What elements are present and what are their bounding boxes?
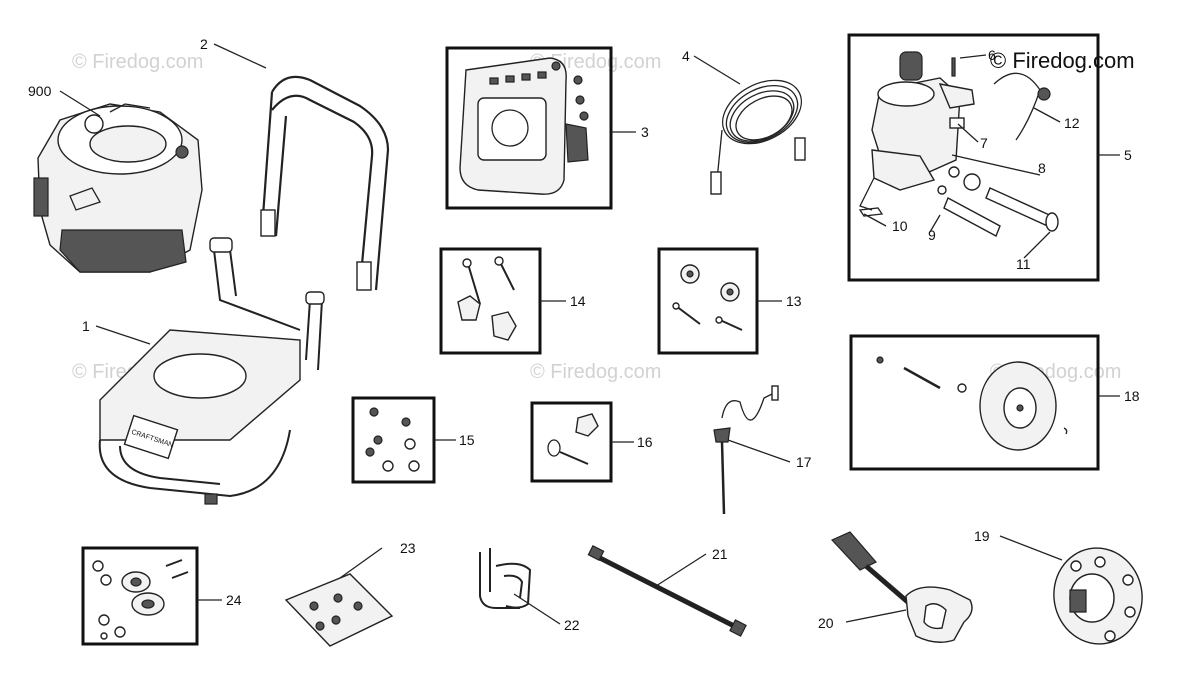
callout-pump-fitting: 7 xyxy=(980,135,988,151)
box-pin-kit xyxy=(530,401,613,483)
leader-hose xyxy=(693,55,741,85)
part-knob-kit[interactable] xyxy=(672,264,743,331)
callout-pump-oring: 11 xyxy=(1016,256,1031,272)
part-bracket-kit[interactable] xyxy=(459,57,589,195)
leader-nozzle-pack xyxy=(339,547,383,579)
leader-pump-nozzle xyxy=(863,213,887,227)
callout-handle: 2 xyxy=(200,36,208,52)
part-hardware-kit[interactable] xyxy=(365,407,420,472)
leader-pump-fitting xyxy=(957,123,979,143)
watermark-top-left: © Firedog.com xyxy=(72,51,203,73)
box-bracket-kit xyxy=(445,46,613,210)
leader-pump-oring xyxy=(1023,231,1051,259)
part-dipstick[interactable] xyxy=(713,385,779,515)
callout-spray-gun: 20 xyxy=(818,615,834,631)
callout-pump-valve: 9 xyxy=(928,227,936,243)
leader-pump-valve xyxy=(929,214,941,233)
part-pin-kit[interactable] xyxy=(547,413,599,465)
leader-frame xyxy=(95,325,151,345)
leader-lance xyxy=(655,553,707,587)
leader-holder xyxy=(513,593,561,625)
box-pump xyxy=(847,33,1100,282)
callout-wheel-kit: 18 xyxy=(1124,388,1140,404)
callout-hose-reel: 19 xyxy=(974,528,990,544)
part-bearing-kit[interactable] xyxy=(92,559,189,640)
callout-pump-nozzle: 10 xyxy=(892,218,908,234)
box-hardware-kit xyxy=(351,396,436,484)
box-knob-kit xyxy=(657,247,759,355)
leader-engine xyxy=(59,90,101,117)
part-nozzle-pack[interactable] xyxy=(284,573,394,647)
leader-pump-pin xyxy=(959,54,987,59)
leader-spray-gun xyxy=(845,609,907,623)
leader-dipstick xyxy=(727,439,791,463)
part-lance[interactable] xyxy=(587,545,747,637)
callout-frame: 1 xyxy=(82,318,90,334)
callout-bracket-kit: 3 xyxy=(641,124,649,140)
part-engine[interactable] xyxy=(33,103,203,273)
leader-hose-reel xyxy=(999,535,1063,561)
callout-bolt-kit: 14 xyxy=(570,293,586,309)
part-wheel-kit[interactable] xyxy=(876,356,1068,451)
callout-pump-hose: 12 xyxy=(1064,115,1080,131)
callout-lance: 21 xyxy=(712,546,728,562)
callout-hose: 4 xyxy=(682,48,690,64)
leader-pump-tube xyxy=(951,154,1041,176)
part-bolt-kit[interactable] xyxy=(457,256,517,341)
part-holder[interactable] xyxy=(479,548,532,609)
callout-holder: 22 xyxy=(564,617,580,633)
callout-hardware-kit: 15 xyxy=(459,432,475,448)
part-pump[interactable] xyxy=(858,51,1059,237)
brand-watermark: © Firedog.com xyxy=(990,48,1135,73)
part-handle[interactable] xyxy=(260,75,390,291)
part-hose[interactable] xyxy=(710,68,812,195)
callout-pump-pin: 6 xyxy=(988,47,996,63)
part-spray-gun[interactable] xyxy=(830,531,973,643)
callout-bearing-kit: 24 xyxy=(226,592,242,608)
watermark-mid-center: © Firedog.com xyxy=(530,361,661,383)
callout-dipstick: 17 xyxy=(796,454,812,470)
leader-handle xyxy=(213,43,267,69)
leader-pump-hose xyxy=(1033,107,1061,123)
callout-knob-kit: 13 xyxy=(786,293,802,309)
part-hose-reel[interactable] xyxy=(1046,541,1149,651)
callout-pin-kit: 16 xyxy=(637,434,653,450)
callout-nozzle-pack: 23 xyxy=(400,540,416,556)
callout-pump-tube: 8 xyxy=(1038,160,1046,176)
box-wheel-kit xyxy=(849,334,1100,471)
box-bearing-kit xyxy=(81,546,199,646)
part-frame[interactable]: CRAFTSMAN xyxy=(98,237,325,505)
callout-engine: 900 xyxy=(28,83,52,99)
callout-pump: 5 xyxy=(1124,147,1132,163)
box-bolt-kit xyxy=(439,247,542,355)
